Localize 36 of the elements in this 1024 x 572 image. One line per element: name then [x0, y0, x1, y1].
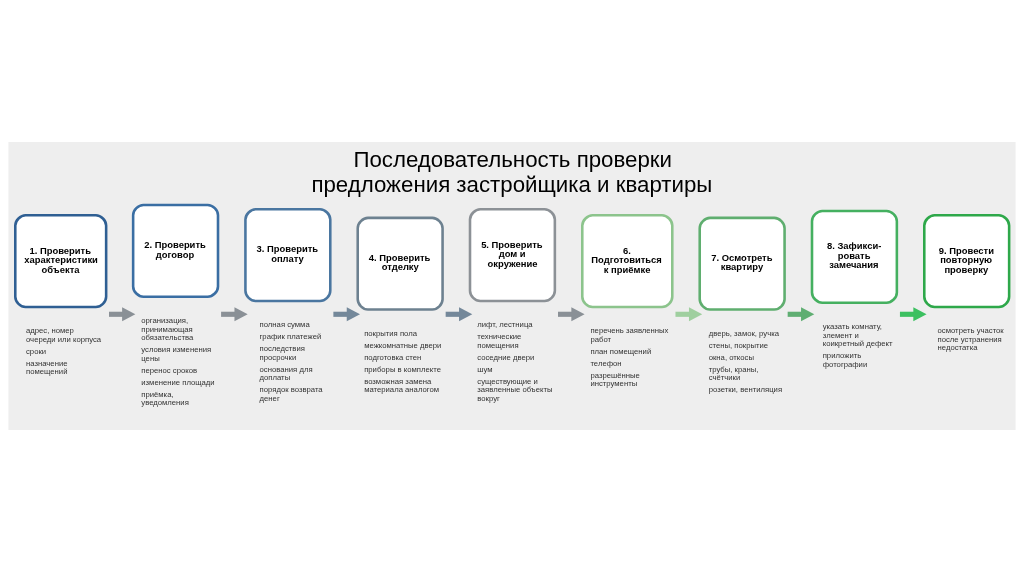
node-label: соседние двери	[477, 352, 535, 362]
node-label: приборы в комплекте	[364, 364, 441, 374]
node-label: технические помещения	[477, 332, 522, 350]
node-label: разрешённые инструменты	[590, 370, 640, 389]
node-label: трубы, краны, счётчики	[708, 364, 759, 383]
node-label: последствия просрочки	[259, 344, 305, 362]
node-label: осмотреть участок после устранения недостатка	[937, 326, 1004, 353]
node-label: приложить фотографии	[822, 351, 868, 369]
node-label: розетки, вентиляция	[708, 385, 783, 395]
node-label: стены, покрытие	[708, 340, 769, 350]
node-label: сроки	[26, 346, 47, 356]
node-label: покрытия пола	[364, 328, 417, 338]
node-label: назначение помещений	[26, 358, 68, 377]
node-label: приёмка, уведомления	[141, 389, 189, 408]
node-label: шум	[477, 364, 493, 374]
node-label: перечень заявленных работ	[590, 326, 669, 344]
node-label: график платежей	[259, 332, 322, 342]
node-label: план помещений	[590, 346, 652, 356]
node-label: изменение площади	[141, 377, 215, 387]
diagram-title: Последовательность проверки предложения застройщика и квартиры	[311, 146, 713, 197]
node-label: возможная замена материала аналогом	[364, 376, 439, 395]
node-label: дверь, замок, ручка	[708, 328, 780, 338]
node-label: подготовка стен	[364, 352, 422, 362]
node-label: организация, принимающая обязательства	[141, 316, 194, 343]
node-label: окна, откосы	[708, 352, 754, 362]
node-label: полная сумма	[259, 320, 310, 330]
node-label: условия изменения цены	[141, 345, 212, 363]
node-label: существующие и заявленные объекты вокруг	[477, 376, 553, 404]
node-label: межкомнатные двери	[364, 340, 442, 350]
node-label: основания для доплаты	[259, 364, 313, 383]
node-label: указать комнату, злемент и коикретный дефект	[822, 322, 893, 349]
node-label: лифт, лестница	[477, 320, 533, 330]
node-label: порядок возврата денег	[259, 385, 323, 404]
node-label: телефон	[590, 358, 622, 368]
node-label: перенос сроков	[141, 365, 198, 375]
node-label: адрес, номер очереди или корпуса	[26, 326, 102, 344]
